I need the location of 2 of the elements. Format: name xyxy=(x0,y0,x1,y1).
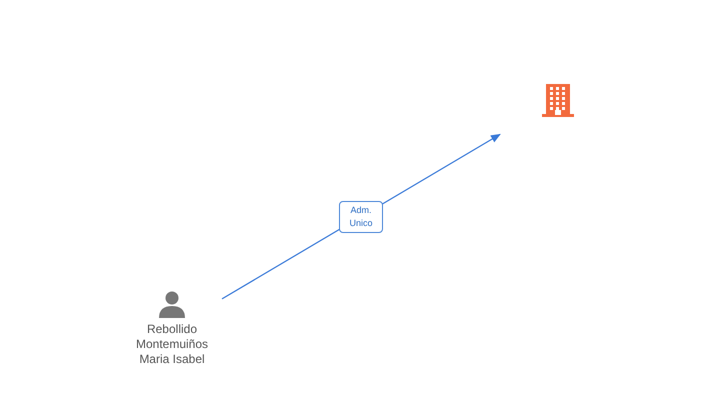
person-name: Rebollido Montemuiños Maria Isabel xyxy=(134,322,210,367)
edge-label: Adm. Unico xyxy=(339,200,383,233)
